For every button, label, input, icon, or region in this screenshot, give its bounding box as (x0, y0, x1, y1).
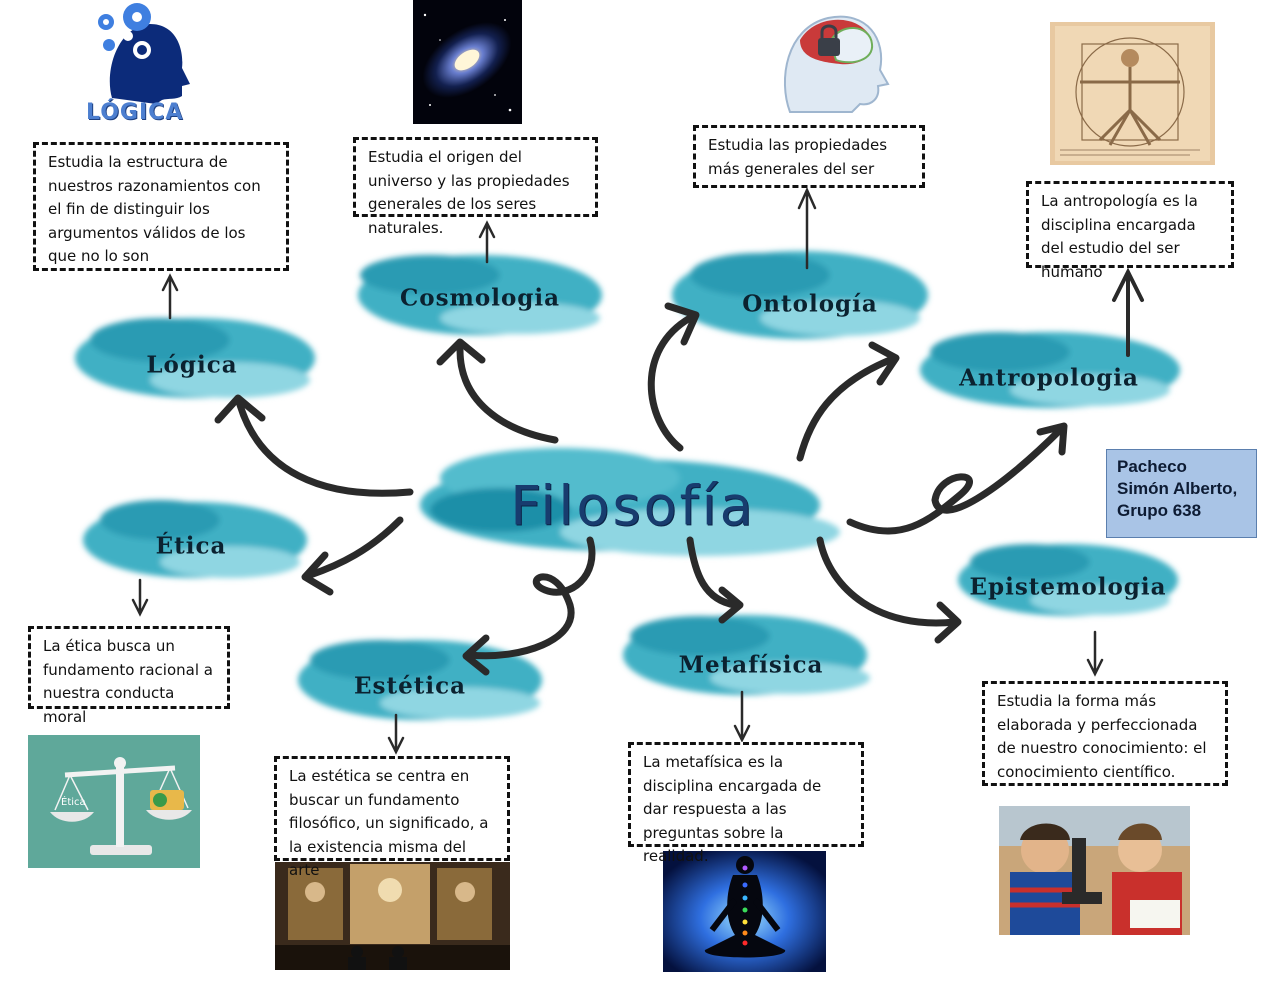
arrow-head-estetica (462, 634, 490, 676)
author-box: Pacheco Simón Alberto, Grupo 638 (1106, 449, 1257, 538)
cloud-estetica (298, 640, 542, 720)
logica-image-caption: LÓGICA (86, 100, 184, 125)
cloud-metafisica (623, 615, 870, 695)
cloud-center (420, 448, 840, 556)
small-arrow-metafisica (733, 690, 751, 743)
cloud-ontologia (672, 251, 928, 339)
arrow-to-estetica (466, 536, 596, 660)
arrow-to-ontologia (647, 314, 694, 452)
cloud-logica (75, 318, 315, 398)
small-arrow-logica (161, 273, 179, 320)
author-surname: Pacheco (1117, 457, 1187, 476)
arrow-head-etica (301, 551, 334, 596)
arrow-to-logica (236, 401, 414, 497)
node-antropologia: Antropologia (959, 364, 1139, 392)
description-etica: La ética busca un fundamento racional a … (28, 626, 230, 726)
node-epistemologia: Epistemologia (969, 573, 1167, 601)
small-arrow-etica (131, 578, 149, 617)
description-estetica: La estética se centra en buscar un funda… (274, 756, 510, 879)
description-cosmologia: Estudia el origen del universo y las pro… (353, 137, 598, 237)
arrow-head-antropologia-2 (1036, 422, 1068, 456)
vitruvian-man-icon (1050, 22, 1215, 165)
description-epistemologia: Estudia la forma más elaborada y perfecc… (982, 681, 1228, 786)
small-arrow-ontologia (797, 186, 817, 270)
cloud-epistemologia (958, 544, 1178, 616)
arrow-head-logica (214, 394, 266, 424)
balance-scale-icon (28, 735, 200, 868)
arrow-to-metafisica (686, 536, 739, 609)
cloud-antropologia (920, 332, 1180, 408)
node-estetica: Estética (353, 672, 467, 700)
node-ontologia: Ontología (742, 290, 878, 318)
arrow-head-metafisica (718, 586, 744, 624)
microscope-students-icon (999, 806, 1190, 935)
node-logica: Lógica (146, 351, 238, 379)
description-ontologia: Estudia las propiedades más generales de… (693, 125, 925, 188)
cloud-cosmologia (358, 255, 602, 335)
arrow-to-etica (306, 516, 404, 579)
small-arrow-estetica (387, 713, 405, 755)
node-metafisica: Metafísica (678, 651, 824, 679)
small-arrow-cosmologia (478, 220, 496, 264)
description-antropologia: La antropología es la disciplina encarga… (1026, 181, 1234, 281)
brain-lock-icon (783, 15, 890, 113)
arrow-to-epistemologia (816, 536, 959, 627)
small-arrow-epistemologia (1086, 630, 1104, 677)
node-etica: Ética (155, 532, 227, 560)
museum-painting-icon (275, 862, 510, 970)
arrow-to-antropologia (796, 356, 894, 462)
small-arrow-antropologia-head (1112, 267, 1144, 302)
head-gears-icon (98, 3, 190, 104)
author-name: Simón Alberto, (1117, 479, 1238, 498)
galaxy-icon (413, 0, 522, 124)
arrow-head-antropologia (868, 341, 900, 386)
cloud-etica (83, 500, 307, 578)
arrow-head-ontologia (664, 302, 700, 346)
arrow-to-antropologia-loop (846, 426, 1064, 535)
description-logica: Estudia la estructura de nuestros razona… (33, 142, 289, 271)
arrow-to-cosmologia (456, 346, 559, 444)
meditation-chakras-icon (663, 851, 826, 972)
arrow-head-cosmologia (436, 338, 486, 366)
author-group: Grupo 638 (1117, 501, 1202, 520)
etica-image-caption: Ética (61, 797, 86, 808)
arrow-head-epistemologia (934, 601, 962, 644)
description-metafisica: La metafísica es la disciplina encargada… (628, 742, 864, 865)
central-topic-filosofia: Filosofía (510, 474, 756, 538)
node-cosmologia: Cosmologia (399, 284, 561, 312)
